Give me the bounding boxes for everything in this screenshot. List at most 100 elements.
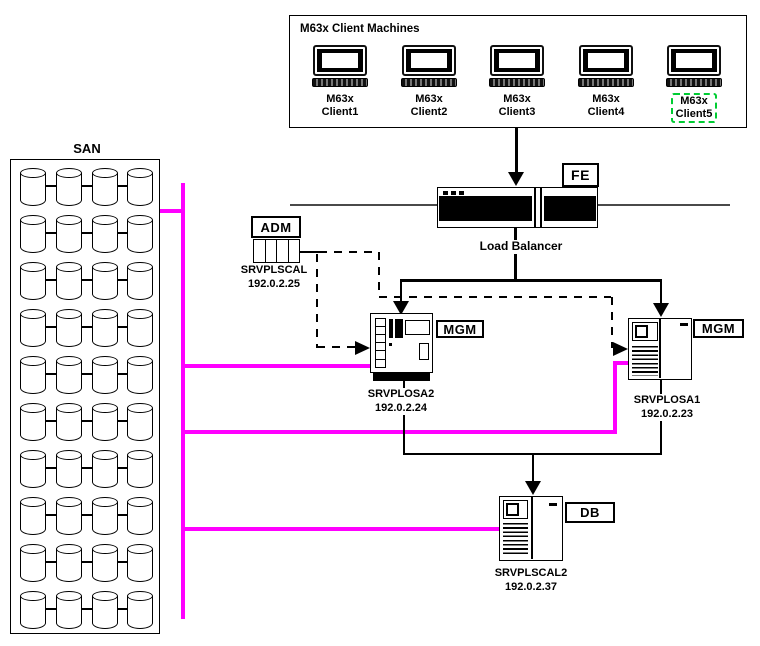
- db-badge: DB: [565, 502, 615, 523]
- desktop-computer-icon: [313, 45, 367, 76]
- disk-cylinder-icon: [127, 497, 153, 535]
- load-balancer-appliance-icon: [437, 187, 598, 228]
- disk-row: [11, 168, 159, 206]
- disk-cylinder-icon: [20, 309, 46, 347]
- disk-cylinder-icon: [92, 262, 118, 300]
- disk-cylinder-icon: [127, 309, 153, 347]
- disk-row: [11, 403, 159, 441]
- san-disk-grid: [11, 160, 159, 633]
- disk-cylinder-icon: [92, 168, 118, 206]
- disk-cylinder-icon: [92, 497, 118, 535]
- disk-cylinder-icon: [127, 215, 153, 253]
- workstation-server-icon: [370, 313, 433, 373]
- lb-status-leds: [443, 191, 465, 195]
- disk-cylinder-icon: [92, 215, 118, 253]
- disk-cylinder-icon: [92, 403, 118, 441]
- connector-to-srvplosa1: [659, 281, 662, 305]
- connector-lb-down: [514, 227, 517, 280]
- disk-row: [11, 356, 159, 394]
- san-fabric-branch-srvplosa1: [613, 361, 617, 434]
- disk-row: [11, 591, 159, 629]
- adm-link-stub: [299, 251, 319, 253]
- rack-device-icon: [253, 239, 300, 263]
- disk-cylinder-icon: [127, 403, 153, 441]
- load-balancer-label: Load Balancer: [461, 239, 581, 254]
- disk-row: [11, 497, 159, 535]
- adm-dashed-link-right: [379, 295, 611, 298]
- disk-cylinder-icon: [56, 591, 82, 629]
- disk-cylinder-icon: [20, 356, 46, 394]
- keyboard-icon: [312, 78, 368, 87]
- disk-cylinder-icon: [92, 544, 118, 582]
- disk-row: [11, 262, 159, 300]
- san-fabric-branch-srvplosa1: [183, 430, 617, 434]
- connector-to-db: [531, 455, 534, 482]
- adm-dashed-link-right: [319, 251, 378, 253]
- disk-cylinder-icon: [56, 450, 82, 488]
- disk-cylinder-icon: [127, 262, 153, 300]
- adm-dashed-link-left: [315, 254, 318, 348]
- disk-cylinder-icon: [56, 215, 82, 253]
- desktop-computer-icon: [579, 45, 633, 76]
- disk-cylinder-icon: [20, 450, 46, 488]
- desktop-computer-icon: [490, 45, 544, 76]
- connector-clients-to-lb: [514, 128, 518, 174]
- adm-dashed-link-left: [317, 346, 355, 348]
- san-title: SAN: [73, 141, 101, 156]
- keyboard-icon: [666, 78, 722, 87]
- san-fabric-branch-db: [183, 527, 500, 531]
- desktop-computer-icon: [667, 45, 721, 76]
- disk-cylinder-icon: [92, 356, 118, 394]
- tower-server-icon: [499, 496, 563, 561]
- disk-cylinder-icon: [127, 356, 153, 394]
- disk-cylinder-icon: [20, 591, 46, 629]
- connector-srvplosa2-down: [402, 381, 405, 454]
- keyboard-icon: [401, 78, 457, 87]
- san-fabric-branch-srvplosa1: [613, 361, 629, 365]
- disk-row: [11, 544, 159, 582]
- disk-cylinder-icon: [20, 544, 46, 582]
- arrowhead-down-icon: [508, 172, 524, 186]
- arrowhead-down-icon: [525, 481, 541, 495]
- disk-cylinder-icon: [127, 591, 153, 629]
- disk-cylinder-icon: [56, 403, 82, 441]
- san-fabric-branch-san: [160, 209, 185, 213]
- san-box: [10, 159, 160, 634]
- desktop-computer-icon: [402, 45, 456, 76]
- server-base: [373, 373, 430, 381]
- mgm-badge-left: MGM: [436, 320, 484, 338]
- arrowhead-right-icon: [613, 341, 628, 356]
- tower-server-icon: [628, 318, 692, 380]
- keyboard-icon: [578, 78, 634, 87]
- disk-cylinder-icon: [92, 591, 118, 629]
- client-box-title: M63x Client Machines: [300, 23, 420, 35]
- disk-row: [11, 309, 159, 347]
- disk-cylinder-icon: [56, 309, 82, 347]
- disk-cylinder-icon: [20, 168, 46, 206]
- keyboard-icon: [489, 78, 545, 87]
- adm-dashed-link-right: [610, 297, 613, 348]
- disk-cylinder-icon: [127, 168, 153, 206]
- adm-badge: ADM: [251, 216, 301, 238]
- arrowhead-down-icon: [653, 303, 669, 317]
- bus-lb-to-servers: [400, 279, 662, 282]
- disk-row: [11, 450, 159, 488]
- disk-cylinder-icon: [20, 497, 46, 535]
- mgm-badge-right: MGM: [693, 319, 744, 338]
- disk-cylinder-icon: [20, 403, 46, 441]
- disk-cylinder-icon: [56, 168, 82, 206]
- arrowhead-down-icon: [393, 301, 409, 315]
- san-fabric-riser: [181, 183, 185, 619]
